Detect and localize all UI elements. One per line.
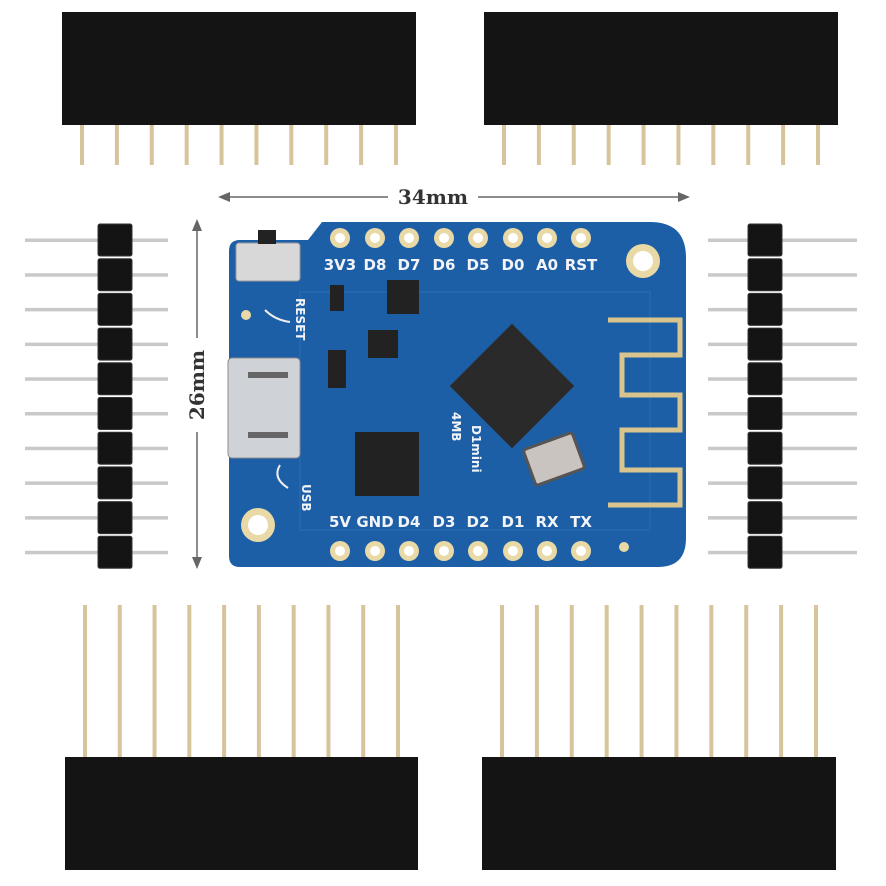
- header-pin: [502, 125, 506, 165]
- crystal: [522, 431, 586, 487]
- header-pin: [536, 125, 541, 165]
- female-header: [62, 12, 416, 165]
- pin-label-5v: 5V: [329, 513, 351, 531]
- arrow-icon: [276, 464, 289, 489]
- header-pin: [222, 605, 227, 757]
- header-pin: [326, 605, 331, 757]
- pin-label-d5: D5: [467, 256, 490, 274]
- header-pin: [289, 125, 294, 165]
- female-header: [484, 12, 838, 165]
- pin-label-d1: D1: [502, 513, 525, 531]
- pin-label-d7: D7: [398, 256, 421, 274]
- header-pin: [25, 550, 168, 555]
- header-pin: [114, 125, 119, 165]
- header-pin: [534, 605, 539, 757]
- pin-label-3v3: 3V3: [324, 256, 356, 274]
- header-pin: [324, 125, 329, 165]
- header-pin: [117, 605, 122, 757]
- micro-usb-port[interactable]: [227, 357, 301, 459]
- male-header: [708, 223, 857, 569]
- pin-label-rst: RST: [565, 256, 598, 274]
- header-pin: [396, 605, 400, 757]
- pin-headers: [25, 12, 857, 870]
- header-pin: [25, 412, 168, 416]
- header-pin: [746, 125, 751, 165]
- header-pin: [569, 605, 574, 757]
- header-pin: [219, 125, 224, 165]
- esp8266-chip: [449, 323, 575, 449]
- header-pin: [814, 605, 818, 757]
- header-pin: [25, 238, 168, 242]
- header-pin: [152, 605, 157, 757]
- header-pin: [361, 605, 366, 757]
- header-pin: [254, 125, 259, 165]
- header-pin: [604, 605, 609, 757]
- pin-label-d8: D8: [364, 256, 387, 274]
- header-pin: [674, 605, 679, 757]
- header-pin: [711, 125, 716, 165]
- flash-chip: [355, 432, 419, 496]
- header-pin: [184, 125, 189, 165]
- header-pin: [25, 516, 168, 520]
- d1-mini-board: RESET USB 4MB D1mini 3V3 D8 D7 D6 D5 D0 A0 RST 5…: [227, 222, 686, 567]
- header-pin: [606, 125, 611, 165]
- header-pin: [394, 125, 398, 165]
- header-pin: [291, 605, 296, 757]
- pin-label-d6: D6: [433, 256, 456, 274]
- pin-label-d0: D0: [502, 256, 525, 274]
- pin-label-gnd: GND: [356, 513, 393, 531]
- header-pin: [25, 481, 168, 485]
- usb-label: USB: [299, 484, 313, 512]
- header-pin: [779, 605, 784, 757]
- header-pin: [83, 605, 87, 757]
- header-pin: [641, 125, 646, 165]
- reset-button[interactable]: [235, 230, 301, 282]
- header-pin: [187, 605, 192, 757]
- female-header: [482, 605, 836, 870]
- height-dimension: 26mm: [185, 219, 209, 569]
- pin-label-d3: D3: [433, 513, 456, 531]
- header-pin: [359, 125, 364, 165]
- pin-label-rx: RX: [535, 513, 559, 531]
- header-pin: [25, 307, 168, 312]
- height-label: 26mm: [185, 350, 209, 420]
- header-pin: [639, 605, 644, 757]
- pcb-antenna: [608, 317, 683, 508]
- model-label: D1mini: [469, 425, 483, 473]
- header-pin: [709, 605, 714, 757]
- width-dimension: 34mm: [218, 185, 690, 209]
- header-pin: [571, 125, 576, 165]
- female-header: [65, 605, 418, 870]
- header-pin: [25, 377, 168, 381]
- header-pin: [256, 605, 261, 757]
- width-label: 34mm: [398, 185, 468, 209]
- pin-label-tx: TX: [570, 513, 592, 531]
- header-pin: [25, 342, 168, 347]
- arrow-icon: [264, 309, 291, 323]
- header-pin: [25, 273, 168, 277]
- header-pin: [25, 446, 168, 451]
- flash-label: 4MB: [449, 412, 463, 441]
- header-pin: [80, 125, 84, 165]
- header-pin: [816, 125, 820, 165]
- pin-label-d4: D4: [398, 513, 421, 531]
- header-pin: [149, 125, 154, 165]
- pin-label-d2: D2: [467, 513, 490, 531]
- header-pin: [676, 125, 681, 165]
- header-pin: [500, 605, 504, 757]
- male-header: [25, 223, 168, 569]
- pin-label-a0: A0: [536, 256, 558, 274]
- header-pin: [744, 605, 749, 757]
- header-pin: [781, 125, 786, 165]
- reset-label: RESET: [293, 298, 307, 341]
